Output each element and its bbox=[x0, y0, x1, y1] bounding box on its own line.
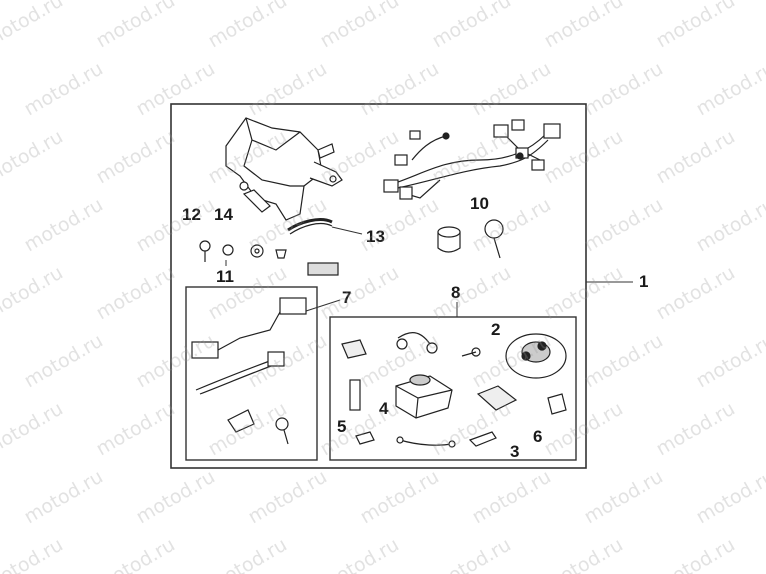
frame-group-7 bbox=[185, 286, 318, 461]
leader-lines bbox=[225, 226, 633, 317]
callout-4: 4 bbox=[379, 399, 389, 418]
callout-2: 2 bbox=[491, 320, 501, 339]
callout-13: 13 bbox=[366, 227, 385, 246]
bracket-part bbox=[225, 117, 343, 221]
wire-harness-part bbox=[383, 119, 561, 200]
callout-6: 6 bbox=[533, 427, 543, 446]
callout-10: 10 bbox=[470, 194, 489, 213]
frame-group-8 bbox=[329, 316, 577, 461]
callout-3: 3 bbox=[510, 442, 520, 461]
callout-12: 12 bbox=[182, 205, 201, 224]
small-hardware-parts bbox=[199, 218, 339, 276]
group-8-parts bbox=[341, 332, 567, 448]
callout-1: 1 bbox=[639, 272, 649, 291]
callout-7: 7 bbox=[342, 288, 352, 307]
callout-11: 11 bbox=[216, 267, 234, 286]
callout-8: 8 bbox=[451, 283, 461, 302]
callout-5: 5 bbox=[337, 417, 347, 436]
grommet-part bbox=[437, 219, 504, 259]
callout-14: 14 bbox=[214, 205, 233, 224]
outer-frame bbox=[170, 103, 587, 469]
group-7-parts bbox=[191, 297, 307, 445]
